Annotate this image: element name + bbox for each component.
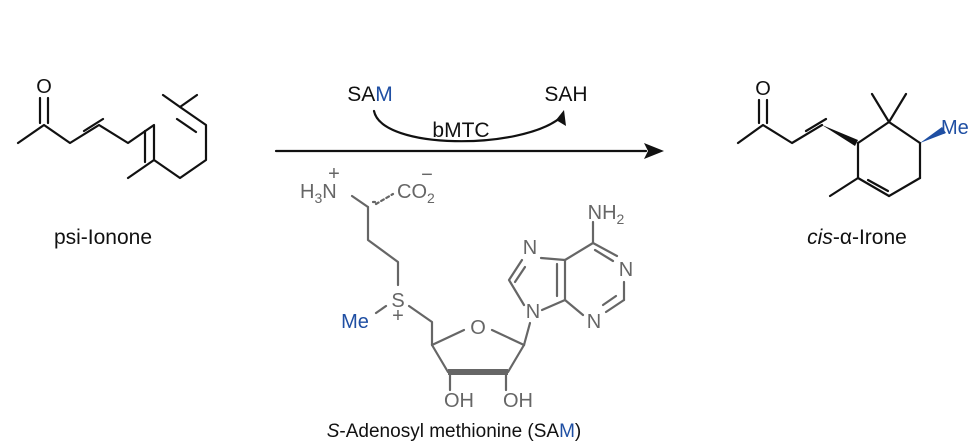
sam-name-label: S-Adenosyl methionine (SAM) xyxy=(327,421,582,442)
enzyme-label: bMTC xyxy=(432,119,489,142)
ribose-oxygen: O xyxy=(470,317,486,339)
arrow-head xyxy=(644,143,664,159)
adenine-n1: N xyxy=(619,259,633,281)
sam-methyl: Me xyxy=(341,311,369,333)
irone-methyl: Me xyxy=(941,117,969,139)
methyl-wedge xyxy=(920,127,946,143)
ribose-ring xyxy=(430,328,466,347)
reactant-label: psi-Ionone xyxy=(54,226,152,249)
hydroxyl-3: OH xyxy=(503,390,533,412)
adenine-n3: N xyxy=(587,311,601,333)
cofactor-out: SAH xyxy=(544,83,587,106)
imidazole-ring xyxy=(507,258,526,307)
sam-structure: H3N + CO2 − S + Me O OH OH N N xyxy=(300,163,633,412)
product-label: cis-α-Irone xyxy=(807,226,907,249)
hydroxyl-2: OH xyxy=(444,390,474,412)
adenine-n7: N xyxy=(523,237,537,259)
irone-side-chain xyxy=(736,123,824,145)
cofactor-curve xyxy=(372,109,566,143)
carboxylate-group: CO2 xyxy=(397,181,435,206)
sulfonium-charge: + xyxy=(392,305,404,327)
sulfonium-sulfur: S xyxy=(391,290,404,312)
adenine-n9: N xyxy=(526,301,540,323)
carboxylate-charge: − xyxy=(421,164,433,186)
cis-alpha-irone-structure: O Me xyxy=(736,78,969,198)
ammonium-group: H3N xyxy=(300,181,337,206)
ketone-oxygen: O xyxy=(36,76,52,98)
reaction-arrow xyxy=(274,143,664,159)
ammonium-charge: + xyxy=(328,163,340,185)
irone-wedge-bond xyxy=(822,125,858,146)
irone-ketone-oxygen: O xyxy=(755,78,771,100)
cofactor-in: SAM xyxy=(347,83,393,106)
amino-group: NH2 xyxy=(588,202,625,227)
psi-ionone-chain xyxy=(16,93,208,180)
psi-ionone-structure: O xyxy=(16,76,208,180)
